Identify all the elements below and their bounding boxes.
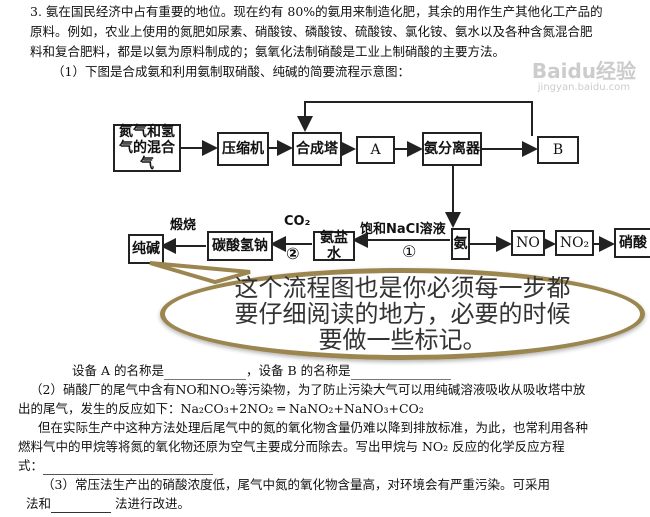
paragraph-line: 原料。例如，农业上使用的氮肥如尿素、硝酸铵、磷酸铵、硫酸铵、氯化铵、氨水以及各种…	[30, 24, 593, 39]
question-1-blanks: 设备 A 的名称是 ，设备 B 的名称是	[72, 363, 451, 380]
ammonia-brine-box: 氨盐水	[313, 230, 355, 262]
no-box: NO	[511, 230, 545, 256]
answer-blank-equation	[43, 458, 214, 475]
soda-ash-box: 纯碱	[128, 234, 164, 264]
question-2-line: 式：	[18, 458, 214, 475]
compressor-box: 压缩机	[217, 132, 269, 166]
nitric-acid-box: 硝酸	[614, 228, 650, 258]
question-2-line: 但在实际生产中这种方法处理后尾气中的氮的氧化物含量仍难以降到排放标准，为此，也常…	[38, 420, 589, 435]
step-1-label: ①	[402, 242, 417, 261]
equipment-b-box: B	[537, 136, 579, 164]
q1-b-text: ，设备 B 的名称是	[245, 363, 351, 378]
callout-line: 要做一些标记。	[318, 326, 487, 354]
paragraph-line: 3. 氨在国民经济中占有重要的地位。现在约有 80%的氨用来制造化肥，其余的用作…	[30, 4, 603, 19]
watermark: Baidu经验 jingyan.baidu.com	[532, 60, 636, 94]
sodium-bicarbonate-box: 碳酸氢钠	[207, 231, 273, 261]
paragraph-line: 料和复合肥料，都是以氨为原料制成的；氨氧化法制硝酸是工业上制硝酸的主要方法。	[30, 44, 506, 59]
mixed-gas-box: 氮气和氢气的混合气	[113, 124, 181, 172]
ammonia-separator-box: 氨分离器	[422, 132, 482, 166]
question-2-line: 燃料气中的甲烷等将氮的氧化物还原为空气主要成分而除去。写出甲烷与 NO₂ 反应的…	[18, 439, 565, 454]
synthesis-tower-box: 合成塔	[292, 132, 342, 166]
question-2-line: （2）硝酸厂的尾气中含有NO和NO₂等污染物，为了防止污染大气可以用纯碱溶液吸收…	[30, 382, 586, 397]
callout-line: 要仔细阅读的地方，必要的时候	[234, 300, 571, 328]
answer-blank-method	[51, 496, 112, 513]
callout-bubble: 这个流程图也是你必须每一步都 要仔细阅读的地方，必要的时候 要做一些标记。	[160, 268, 645, 360]
nacl-solution-label: 饱和NaCl溶液	[360, 222, 446, 237]
callout-line: 这个流程图也是你必须每一步都	[234, 274, 571, 302]
watermark-url: jingyan.baidu.com	[537, 82, 631, 93]
ammonia-box: 氨	[451, 228, 470, 260]
equipment-a-box: A	[356, 136, 395, 164]
step-2-label: ②	[286, 244, 300, 263]
watermark-logo: Baidu经验	[531, 59, 636, 83]
answer-blank-b	[350, 363, 451, 380]
calcine-label: 煅烧	[170, 218, 197, 233]
question-3-line: 法和 法进行改进。	[26, 496, 191, 513]
q1-a-text: 设备 A 的名称是	[72, 363, 164, 378]
flow-arrows	[160, 101, 615, 254]
question-3-line: （3）常压法生产出的硝酸浓度低，尾气中氮的氧化物含量高，对环境会有严重污染。可采…	[42, 477, 550, 492]
no2-box: NO₂	[555, 230, 594, 256]
question-1-intro: （1）下图是合成氨和利用氨制取硝酸、纯碱的简要流程示意图：	[52, 64, 410, 79]
answer-blank-a	[163, 363, 246, 380]
question-2-line: 出的尾气，发生的反应如下：Na₂CO₃+2NO₂ ═ NaNO₂+NaNO₃+C…	[18, 401, 424, 416]
co2-label: CO₂	[284, 214, 311, 229]
